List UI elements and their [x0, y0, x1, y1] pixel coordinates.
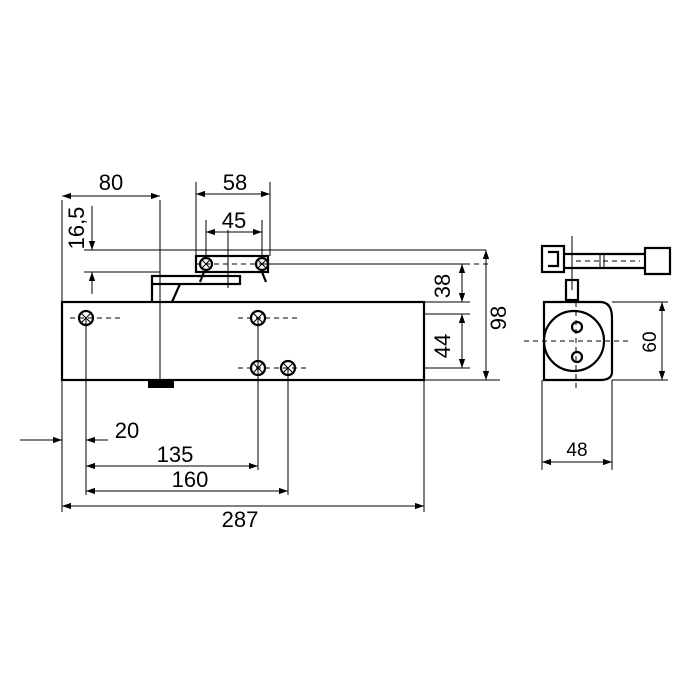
arm-bracket [150, 254, 270, 303]
pinion [148, 380, 174, 388]
side-view [524, 236, 672, 470]
dim-16-5: 16,5 [64, 207, 89, 250]
side-body [542, 300, 614, 382]
dim-48: 48 [566, 440, 587, 461]
dim-287: 287 [222, 507, 259, 532]
mounting-holes [77, 309, 297, 377]
dim-20: 20 [115, 418, 139, 443]
dim-135: 135 [157, 442, 194, 467]
dim-38: 38 [430, 274, 455, 298]
dim-98: 98 [486, 306, 511, 330]
dim-58: 58 [223, 170, 247, 195]
front-view [20, 182, 500, 512]
dim-80: 80 [99, 170, 123, 195]
dim-160: 160 [172, 467, 209, 492]
dim-60: 60 [640, 331, 661, 352]
dim-44: 44 [430, 334, 455, 358]
dim-45: 45 [222, 208, 246, 233]
